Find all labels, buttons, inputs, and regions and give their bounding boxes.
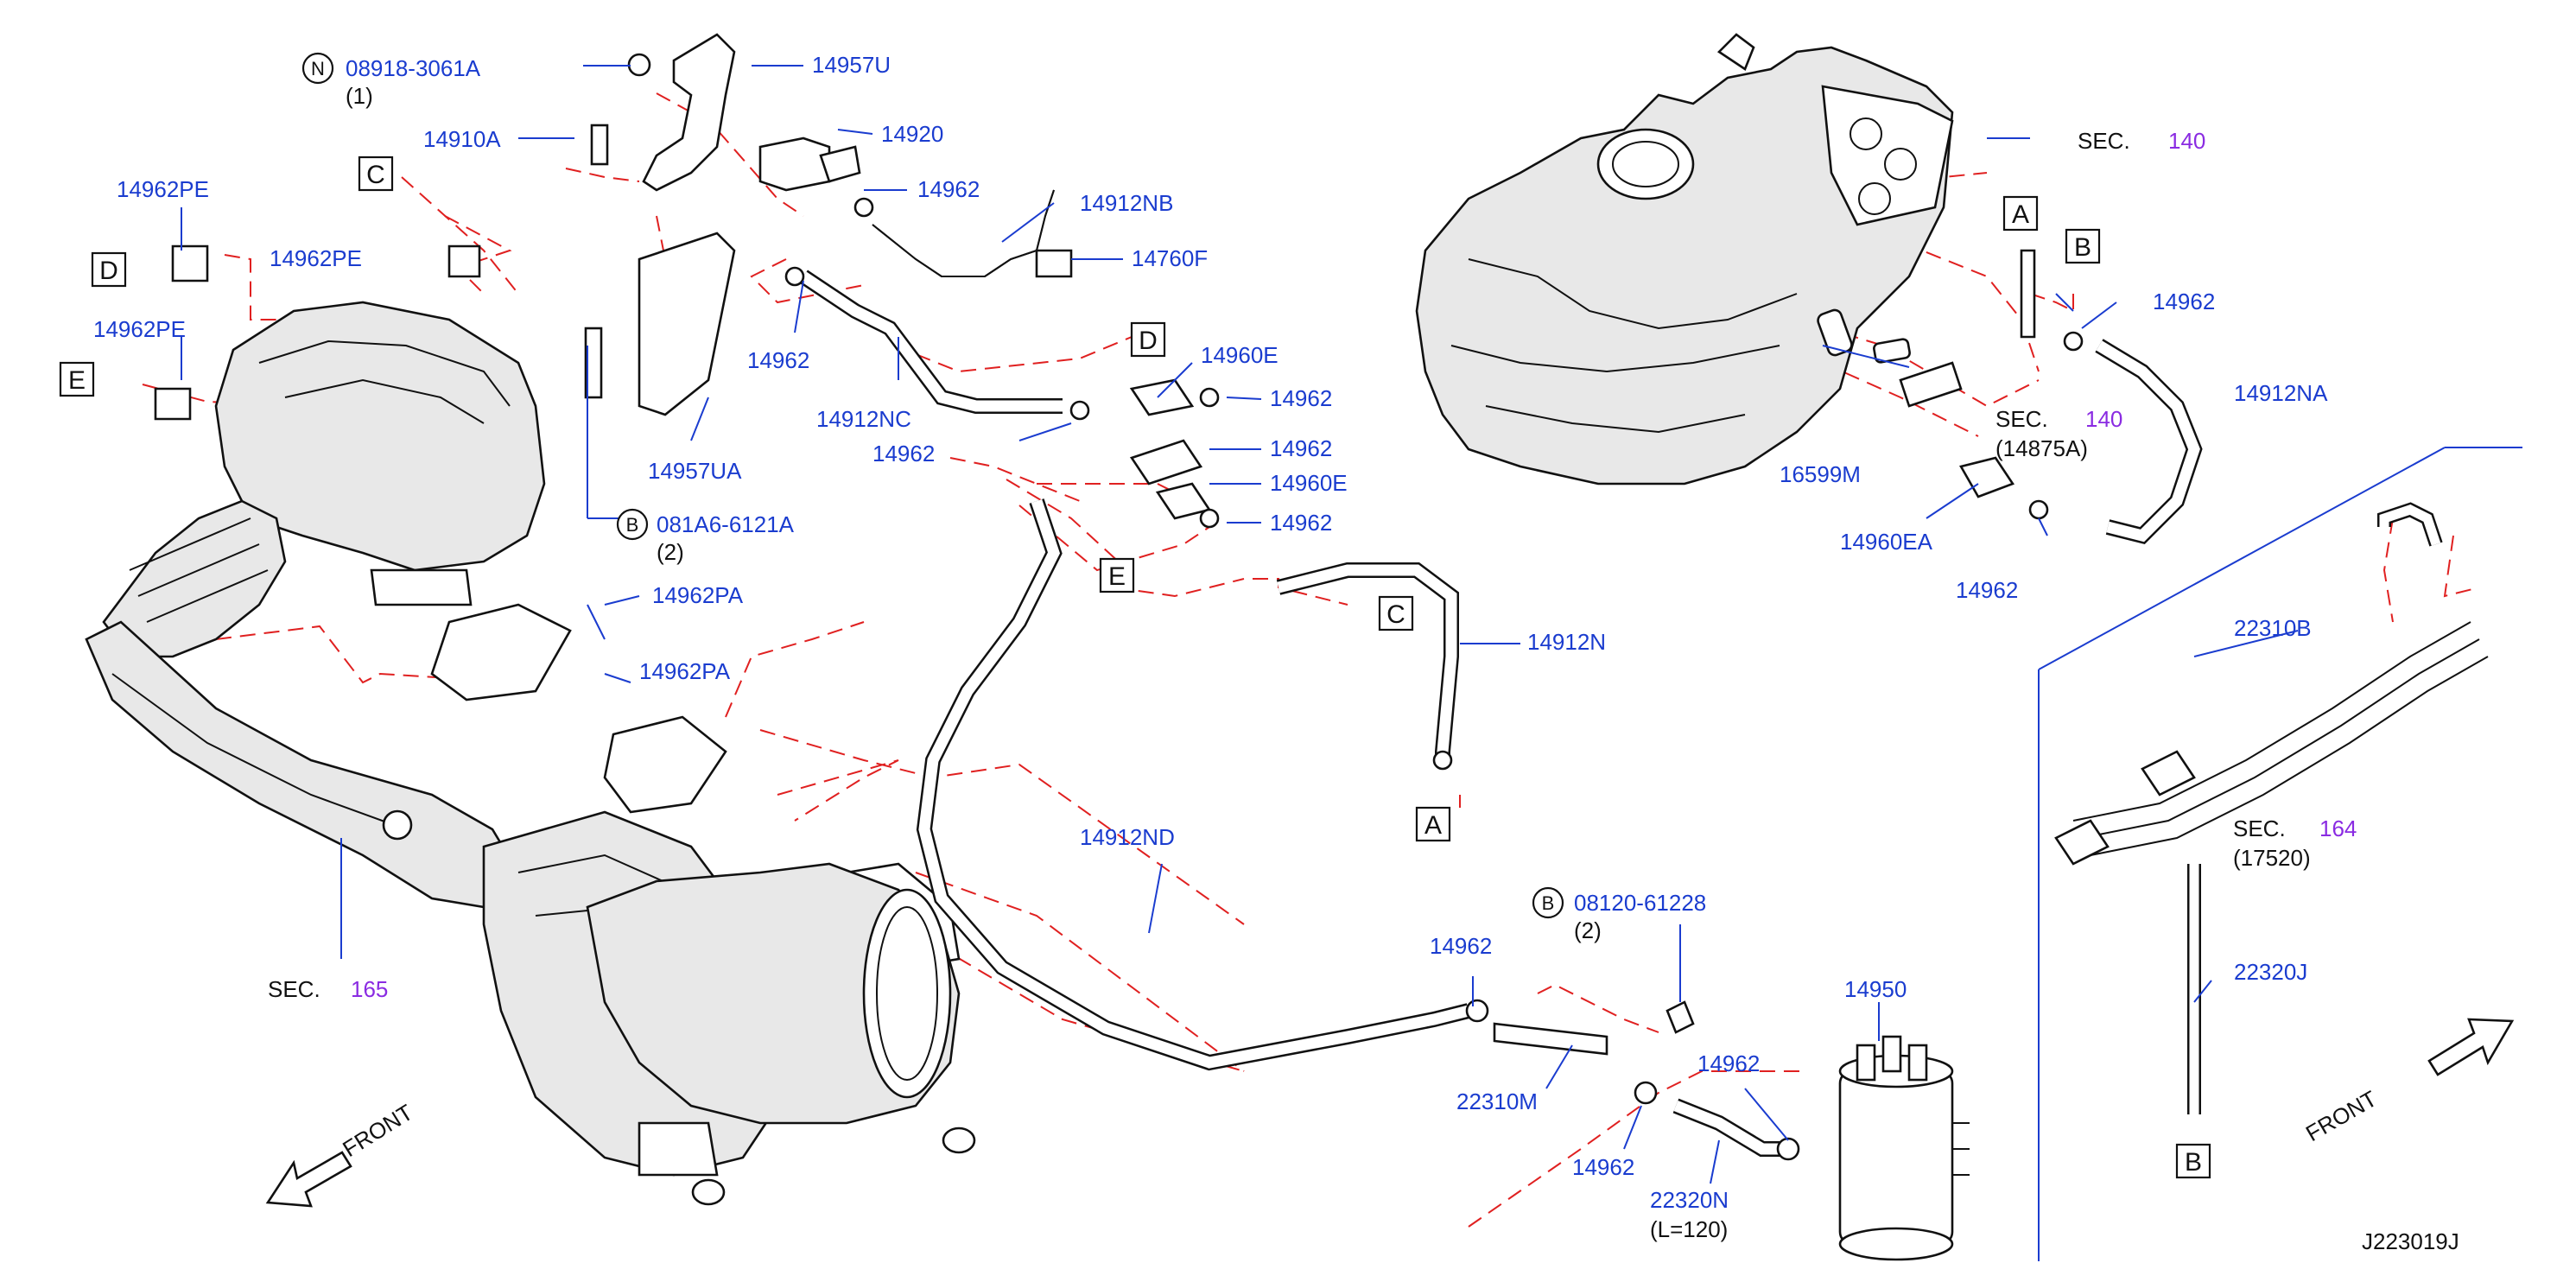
label-14960EA: 14960EA — [1840, 529, 1933, 555]
label-08120-61228: 08120-61228 — [1574, 890, 1706, 916]
callout-E1: E — [68, 366, 86, 395]
callout-E2: E — [1108, 562, 1126, 591]
note-B2: B — [1542, 892, 1555, 914]
label-qty-2a: (2) — [657, 539, 684, 565]
callout-A1: A — [1424, 811, 1442, 840]
label-22320J: 22320J — [2234, 959, 2307, 985]
label-14912NC: 14912NC — [816, 406, 911, 432]
circled-notes: N B B — [301, 52, 1564, 919]
diagram-id: J223019J — [2362, 1228, 2459, 1254]
callout-B2: B — [2185, 1148, 2202, 1177]
canister — [1838, 1035, 1970, 1261]
front-label-right: FRONT — [2301, 1085, 2382, 1146]
label-14760F: 14760F — [1132, 245, 1208, 271]
label-sec-140-b: 140 — [2085, 406, 2122, 432]
label-sec-word-3: SEC. — [2233, 816, 2286, 841]
part-labels: 08918-3061A (1) 14957U 14910A 14920 1496… — [93, 52, 2459, 1254]
right-panel-divider — [2038, 447, 2522, 1261]
label-14957U: 14957U — [812, 52, 891, 78]
label-sec-word-2: SEC. — [1995, 406, 2048, 432]
label-qty-2b: (2) — [1574, 917, 1602, 943]
label-081A6-6121A: 081A6-6121A — [657, 511, 795, 537]
label-14962-d: 14962 — [872, 441, 935, 466]
label-14962-a: 14962 — [917, 176, 980, 202]
label-14962-i: 14962 — [1430, 933, 1492, 959]
label-14920: 14920 — [881, 121, 943, 147]
front-label-left: FRONT — [338, 1099, 417, 1162]
label-14912NB: 14912NB — [1080, 190, 1173, 216]
evap-tubes-right — [2054, 621, 2489, 866]
callout-A2: A — [2012, 200, 2029, 229]
label-14960E-b: 14960E — [1270, 470, 1348, 496]
label-14962-k: 14962 — [1572, 1154, 1634, 1180]
label-sec-164: 164 — [2319, 816, 2357, 841]
engine-intake-manifold — [1415, 33, 1954, 486]
label-14962PE-2: 14962PE — [270, 245, 362, 271]
label-14957UA: 14957UA — [648, 458, 742, 484]
label-22310M: 22310M — [1456, 1088, 1538, 1114]
label-14912N: 14912N — [1527, 629, 1606, 655]
label-14962-h: 14962 — [1956, 577, 2018, 603]
label-14962-f: 14962 — [1270, 510, 1332, 536]
label-14962PE-1: 14962PE — [117, 176, 209, 202]
small-parts — [154, 33, 2084, 1161]
label-sec-140-a: 140 — [2168, 128, 2205, 154]
label-sec-word-1: SEC. — [2078, 128, 2130, 154]
callout-D2: D — [1139, 327, 1158, 355]
label-14960E-a: 14960E — [1201, 342, 1278, 368]
label-sec-165: 165 — [351, 976, 388, 1002]
callout-D1: D — [99, 257, 118, 285]
label-14950: 14950 — [1844, 976, 1907, 1002]
label-14962-g: 14962 — [2153, 289, 2215, 314]
label-08918-3061A: 08918-3061A — [346, 55, 481, 81]
leader-lines — [181, 65, 2299, 1184]
label-sec-word-4: SEC. — [268, 976, 320, 1002]
label-14962-e: 14962 — [1270, 435, 1332, 461]
label-14962-b: 14962 — [747, 347, 809, 373]
resonator — [586, 862, 961, 1125]
label-14962-c: 14962 — [1270, 385, 1332, 411]
label-14910A: 14910A — [423, 126, 501, 152]
note-N: N — [311, 58, 325, 79]
label-14962PA-1: 14962PA — [652, 582, 744, 608]
label-16599M: 16599M — [1780, 461, 1861, 487]
label-22320N-length: (L=120) — [1650, 1216, 1728, 1242]
label-14962-j: 14962 — [1697, 1050, 1760, 1076]
label-14912NA: 14912NA — [2234, 380, 2328, 406]
label-22310B: 22310B — [2234, 615, 2312, 641]
label-22320N: 22320N — [1650, 1187, 1729, 1213]
callout-C2: C — [1386, 600, 1405, 629]
front-arrow-left: FRONT — [265, 1099, 417, 1208]
label-17520: (17520) — [2233, 845, 2311, 871]
callout-boxes: C D E D E C A A B B — [59, 155, 2211, 1179]
label-14912ND: 14912ND — [1080, 824, 1175, 850]
label-14875A: (14875A) — [1995, 435, 2088, 461]
label-qty-1: (1) — [346, 83, 373, 109]
hoses — [799, 189, 2443, 1157]
label-14962PA-2: 14962PA — [639, 658, 731, 684]
note-B1: B — [626, 514, 639, 536]
callout-C1: C — [366, 161, 385, 189]
front-arrow-right: FRONT — [2301, 1018, 2515, 1146]
label-14962PE-3: 14962PE — [93, 316, 186, 342]
callout-B1: B — [2074, 233, 2091, 262]
